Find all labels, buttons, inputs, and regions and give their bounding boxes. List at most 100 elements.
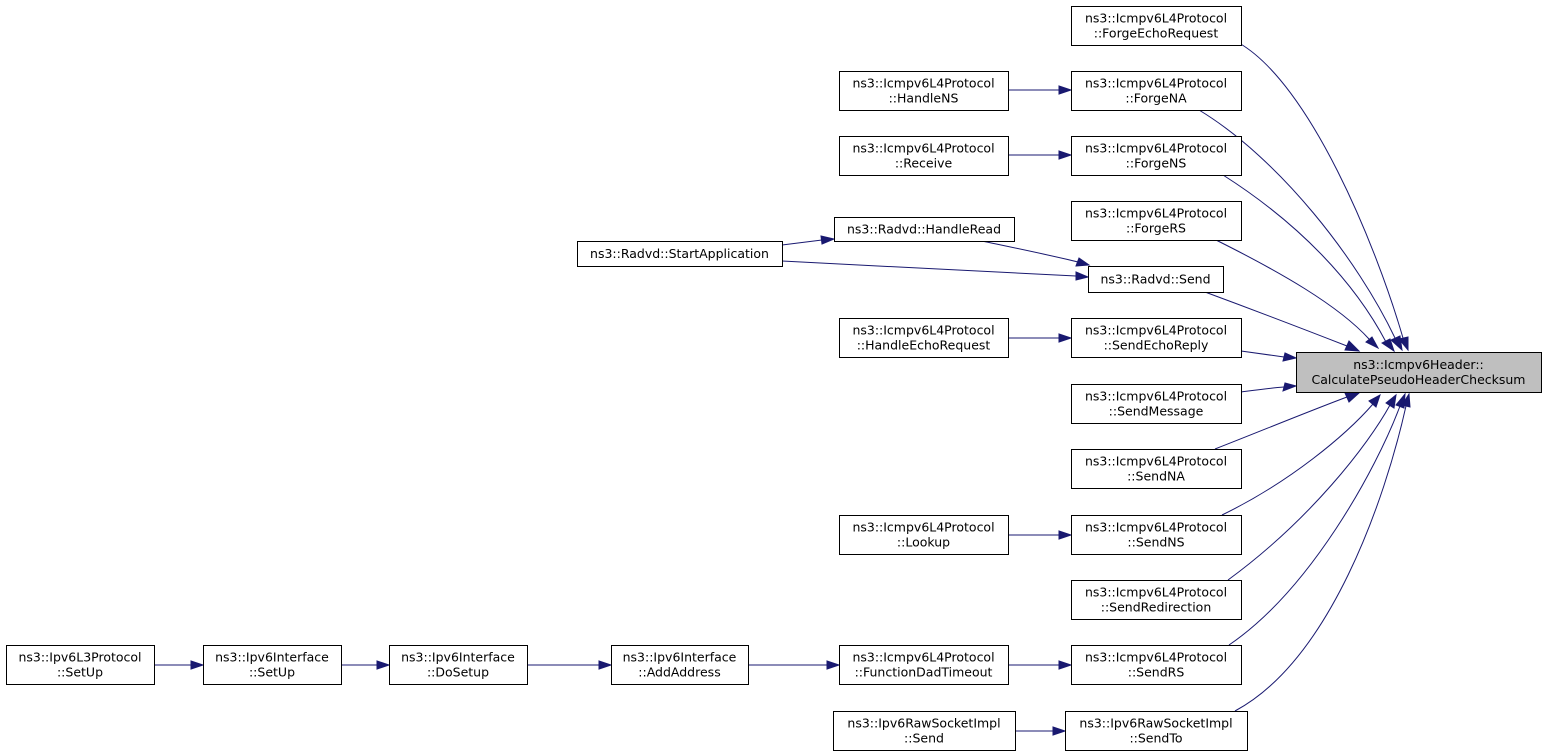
edge-arrowhead	[1398, 336, 1409, 352]
node-box[interactable]	[1071, 449, 1242, 489]
node-label-line: ::DoSetup	[427, 665, 489, 680]
edge-arrowhead	[1075, 271, 1090, 281]
node-send-na[interactable]: ns3::Icmpv6L4Protocol::SendNA	[1071, 449, 1242, 489]
node-box[interactable]	[6, 645, 155, 685]
edge-function_dad_timeout-to-send_rs	[1008, 660, 1073, 670]
node-send-ns[interactable]: ns3::Icmpv6L4Protocol::SendNS	[1071, 515, 1242, 555]
node-label-line: ns3::Radvd::HandleRead	[847, 222, 1001, 237]
node-root[interactable]: ns3::Icmpv6Header::CalculatePseudoHeader…	[1296, 352, 1542, 393]
edge-arrowhead	[1052, 726, 1067, 736]
node-label-line: ns3::Ipv6Interface	[623, 650, 737, 665]
node-handle-echo-request[interactable]: ns3::Icmpv6L4Protocol::HandleEchoRequest	[839, 318, 1009, 358]
node-label-line: ns3::Ipv6L3Protocol	[18, 650, 141, 665]
node-handle-ns[interactable]: ns3::Icmpv6L4Protocol::HandleNS	[839, 71, 1009, 111]
node-box[interactable]	[834, 217, 1015, 242]
node-function-dad-timeout[interactable]: ns3::Icmpv6L4Protocol::FunctionDadTimeou…	[839, 645, 1009, 685]
edge-arrowhead	[1344, 392, 1361, 403]
node-label-line: ::SendEchoReply	[1104, 338, 1209, 353]
node-box[interactable]	[1071, 645, 1242, 685]
node-label-line: ns3::Radvd::Send	[1100, 272, 1210, 287]
edge-arrowhead	[1385, 393, 1397, 409]
node-label-line: ns3::Icmpv6L4Protocol	[1085, 650, 1227, 665]
node-box[interactable]	[1071, 384, 1242, 424]
node-forge-echo-request[interactable]: ns3::Icmpv6L4Protocol::ForgeEchoRequest	[1071, 6, 1242, 46]
node-box[interactable]	[1088, 266, 1224, 293]
node-box[interactable]	[833, 711, 1016, 751]
node-box[interactable]	[1071, 318, 1242, 358]
node-box[interactable]	[839, 515, 1009, 555]
node-box[interactable]	[1071, 580, 1242, 620]
node-receive[interactable]: ns3::Icmpv6L4Protocol::Receive	[839, 136, 1009, 176]
edge-lookup-to-send_ns	[1008, 530, 1073, 540]
node-send-redirection[interactable]: ns3::Icmpv6L4Protocol::SendRedirection	[1071, 580, 1242, 620]
edge-line	[1240, 386, 1285, 393]
node-label-line: ::AddAddress	[638, 665, 720, 680]
node-box[interactable]	[839, 645, 1009, 685]
node-box[interactable]	[1065, 711, 1248, 751]
node-box[interactable]	[577, 241, 783, 267]
node-box[interactable]	[1071, 136, 1242, 176]
node-label-line: ns3::Ipv6RawSocketImpl	[847, 716, 1000, 731]
node-label-line: ::Receive	[895, 156, 953, 171]
node-label-line: ::SetUp	[57, 665, 103, 680]
edge-radvd_handle_read-to-radvd_send	[981, 240, 1091, 267]
edge-radvd_start_application-to-radvd_send	[781, 260, 1090, 281]
node-box[interactable]	[839, 71, 1009, 111]
node-ipv6-interface-add-address[interactable]: ns3::Ipv6Interface::AddAddress	[611, 645, 749, 685]
edge-arrowhead	[820, 235, 836, 245]
edge-arrowhead	[1058, 85, 1073, 95]
node-send-echo-reply[interactable]: ns3::Icmpv6L4Protocol::SendEchoReply	[1071, 318, 1242, 358]
edge-forge_ns-to-root	[1222, 174, 1395, 353]
node-label-line: CalculatePseudoHeaderChecksum	[1312, 372, 1526, 387]
node-box[interactable]	[1071, 515, 1242, 555]
node-raw-socket-send-to[interactable]: ns3::Ipv6RawSocketImpl::SendTo	[1065, 711, 1248, 751]
node-label-line: ns3::Icmpv6L4Protocol	[852, 323, 994, 338]
node-ipv6-interface-do-setup[interactable]: ns3::Ipv6Interface::DoSetup	[389, 645, 528, 685]
node-box[interactable]	[203, 645, 342, 685]
node-label-line: ns3::Icmpv6L4Protocol	[852, 76, 994, 91]
node-box[interactable]	[839, 318, 1009, 358]
edge-line	[1204, 291, 1348, 347]
node-box[interactable]	[1071, 201, 1242, 241]
edge-line	[781, 260, 1077, 277]
edge-raw_socket_send-to-raw_socket_send_to	[1015, 726, 1067, 736]
edge-handle_echo_request-to-send_echo_reply	[1008, 333, 1073, 343]
node-radvd-start-application[interactable]: ns3::Radvd::StartApplication	[577, 241, 783, 267]
node-box[interactable]	[839, 136, 1009, 176]
node-raw-socket-send[interactable]: ns3::Ipv6RawSocketImpl::Send	[833, 711, 1016, 751]
node-send-message[interactable]: ns3::Icmpv6L4Protocol::SendMessage	[1071, 384, 1242, 424]
edge-arrowhead	[1344, 340, 1361, 352]
edge-ipv6_interface_do_setup-to-ipv6_interface_add_address	[527, 660, 613, 670]
edge-ipv6_interface_add_address-to-function_dad_timeout	[748, 660, 841, 670]
node-send-rs[interactable]: ns3::Icmpv6L4Protocol::SendRS	[1071, 645, 1242, 685]
edge-line	[1214, 396, 1348, 450]
node-ipv6l3-protocol-setup[interactable]: ns3::Ipv6L3Protocol::SetUp	[6, 645, 155, 685]
node-label-line: ns3::Icmpv6Header::	[1353, 357, 1484, 372]
node-forge-na[interactable]: ns3::Icmpv6L4Protocol::ForgeNA	[1071, 71, 1242, 111]
node-box[interactable]	[611, 645, 749, 685]
node-forge-ns[interactable]: ns3::Icmpv6L4Protocol::ForgeNS	[1071, 136, 1242, 176]
node-box[interactable]	[1296, 352, 1542, 393]
node-label-line: ::SendNS	[1127, 535, 1184, 550]
node-radvd-send[interactable]: ns3::Radvd::Send	[1088, 266, 1224, 293]
node-label-line: ns3::Icmpv6L4Protocol	[1085, 11, 1227, 26]
edge-arrowhead	[376, 660, 391, 670]
node-box[interactable]	[389, 645, 528, 685]
node-label-line: ::ForgeRS	[1126, 221, 1186, 236]
node-box[interactable]	[1071, 6, 1242, 46]
edge-send_redirection-to-root	[1227, 393, 1397, 581]
node-label-line: ns3::Icmpv6L4Protocol	[1085, 206, 1227, 221]
node-label-line: ns3::Icmpv6L4Protocol	[1085, 585, 1227, 600]
edge-forge_na-to-root	[1198, 109, 1403, 352]
node-box[interactable]	[1071, 71, 1242, 111]
node-forge-rs[interactable]: ns3::Icmpv6L4Protocol::ForgeRS	[1071, 201, 1242, 241]
node-lookup[interactable]: ns3::Icmpv6L4Protocol::Lookup	[839, 515, 1009, 555]
edge-radvd_send-to-root	[1204, 291, 1361, 352]
node-ipv6-interface-setup[interactable]: ns3::Ipv6Interface::SetUp	[203, 645, 342, 685]
edge-line	[1228, 405, 1401, 646]
node-label-line: ns3::Ipv6RawSocketImpl	[1079, 716, 1232, 731]
edge-line	[1222, 174, 1387, 343]
edge-arrowhead	[1075, 257, 1091, 267]
node-radvd-handle-read[interactable]: ns3::Radvd::HandleRead	[834, 217, 1015, 242]
